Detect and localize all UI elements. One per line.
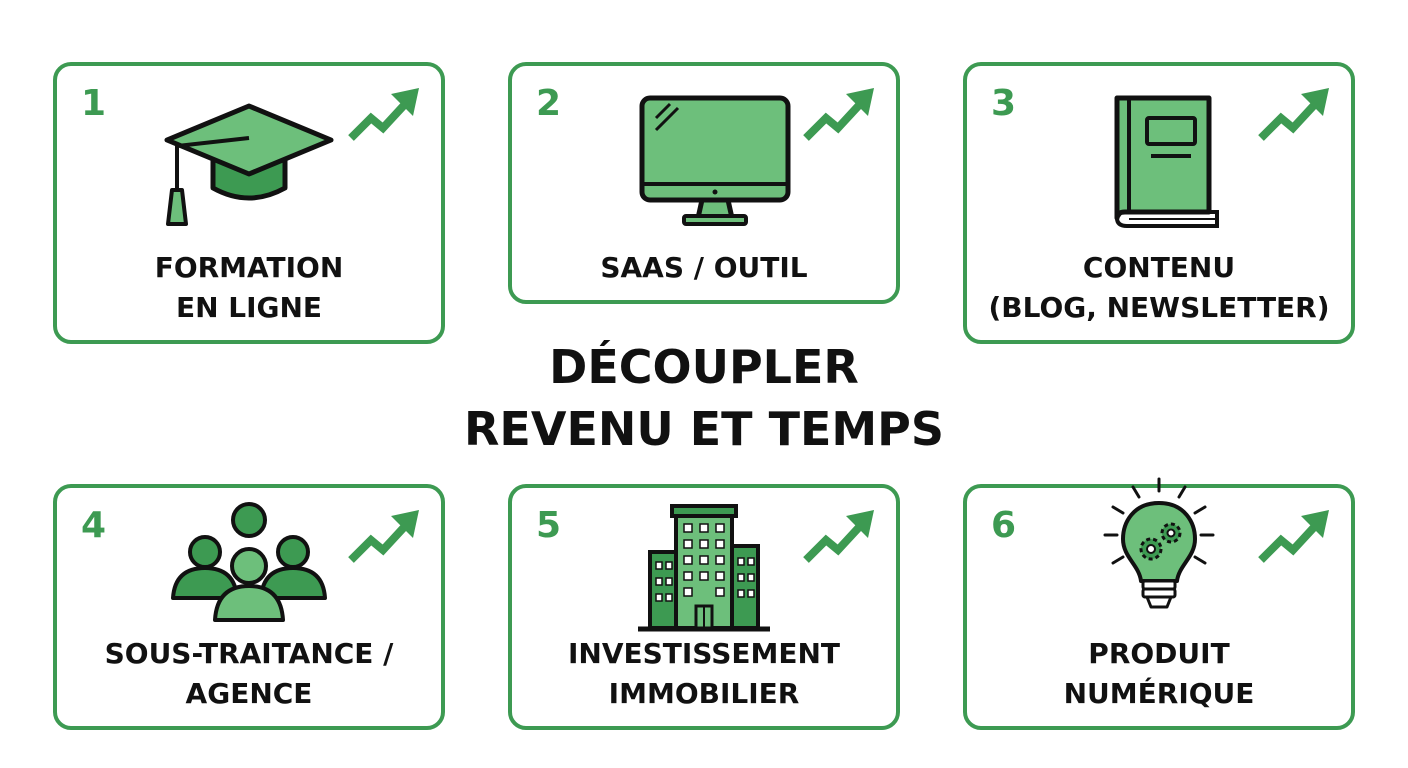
card-number: 6 [991, 505, 1017, 546]
card-label: PRODUIT NUMÉRIQUE [967, 634, 1351, 714]
graduation-cap-icon [164, 103, 334, 226]
card-formation-en-ligne: 1 FORMATION EN LIGNE [53, 62, 445, 344]
card-label-line-2: AGENCE [185, 677, 313, 710]
card-label: CONTENU (BLOG, NEWSLETTER) [967, 248, 1351, 328]
central-title-line-2: REVENU ET TEMPS [464, 402, 944, 456]
card-number: 4 [81, 505, 107, 546]
card-produit-numerique: 6 PRODUIT NUMÉRIQUE [963, 477, 1355, 730]
central-title-line-1: DÉCOUPLER [549, 340, 859, 394]
card-label-line-1: SOUS-TRAITANCE / [104, 637, 394, 670]
card-number: 2 [536, 83, 562, 124]
office-building-icon [638, 504, 770, 632]
card-label-line-2: IMMOBILIER [608, 677, 800, 710]
card-investissement-immobilier: 5 INVESTISSEMENT IMMOBILIER [508, 484, 900, 730]
trend-up-arrow-icon [1258, 510, 1329, 563]
trend-up-arrow-icon [348, 510, 419, 563]
card-number: 5 [536, 505, 562, 546]
card-label-line-1: SAAS / OUTIL [600, 251, 808, 284]
card-label-line-1: INVESTISSEMENT [567, 637, 841, 670]
lightbulb-gears-icon [1103, 477, 1215, 609]
card-sous-traitance-agence: 4 SOUS-TRAITANCE / AGENCE [53, 484, 445, 730]
card-number: 3 [991, 83, 1017, 124]
trend-up-arrow-icon [803, 88, 874, 141]
trend-up-arrow-icon [348, 88, 419, 141]
card-number: 1 [81, 83, 107, 124]
card-label: FORMATION EN LIGNE [57, 248, 441, 328]
trend-up-arrow-icon [803, 510, 874, 563]
central-title: DÉCOUPLER REVENU ET TEMPS [354, 336, 1054, 460]
card-saas-outil: 2 SAAS / OUTIL [508, 62, 900, 304]
book-icon [1114, 95, 1219, 228]
card-label: INVESTISSEMENT IMMOBILIER [512, 634, 896, 714]
card-label-line-2: NUMÉRIQUE [1063, 677, 1255, 710]
card-label: SOUS-TRAITANCE / AGENCE [57, 634, 441, 714]
card-contenu: 3 CONTENU (BLOG, NEWSLETTER) [963, 62, 1355, 344]
card-label-line-1: CONTENU [1082, 251, 1236, 284]
card-label-line-2: (BLOG, NEWSLETTER) [988, 291, 1330, 324]
card-label-line-1: FORMATION [154, 251, 344, 284]
card-label: SAAS / OUTIL [512, 248, 896, 288]
people-group-icon [171, 502, 327, 622]
card-label-line-2: EN LIGNE [175, 291, 323, 324]
trend-up-arrow-icon [1258, 88, 1329, 141]
computer-monitor-icon [639, 95, 791, 226]
card-label-line-1: PRODUIT [1088, 637, 1230, 670]
